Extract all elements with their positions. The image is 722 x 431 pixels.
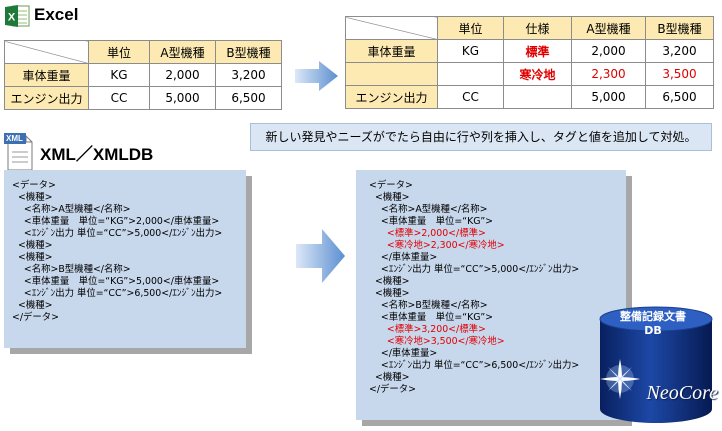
svg-text:X: X <box>8 12 16 24</box>
code-line: <機種> <box>12 252 53 263</box>
table-header-row: 単位 A型機種 B型機種 <box>4 40 282 64</box>
code-line: <ｴﾝｼﾞﾝ出力 単位=“CC”>6,500</ｴﾝｼﾞﾝ出力> <box>369 360 580 371</box>
database-label-line2: DB <box>644 324 662 337</box>
table-header-cell: A型機種 <box>149 40 216 64</box>
table-row: 車体重量 KG 標準 2,000 3,200 <box>345 39 714 63</box>
code-line: <ｴﾝｼﾞﾝ出力 単位=“CC”>5,000</ｴﾝｼﾞﾝ出力> <box>369 264 580 275</box>
code-line: <寒冷地>3,500</寒冷地> <box>369 336 505 347</box>
database-label-line1: 整備記録文書 <box>620 310 686 323</box>
table-cell: 6,500 <box>645 85 714 109</box>
table-corner-cell <box>4 40 89 64</box>
code-line: </車体重量> <box>369 348 438 359</box>
xml-icon-label: XML <box>6 134 23 143</box>
table-row-header: 車体重量 <box>345 39 438 63</box>
code-line: </データ> <box>12 312 59 323</box>
neocore-logo: NeoCore <box>646 382 718 404</box>
table-row: 車体重量 KG 2,000 3,200 <box>4 63 282 87</box>
table-header-cell: 単位 <box>88 40 150 64</box>
code-line: <名称>A型機種</名称> <box>12 204 131 215</box>
code-line: <標準>2,000</標準> <box>369 228 486 239</box>
table-cell: KG <box>88 63 150 87</box>
table-cell: CC <box>437 85 504 109</box>
excel-icon: X <box>4 4 30 28</box>
code-line: <機種> <box>12 300 53 311</box>
table-header-cell: A型機種 <box>571 16 646 40</box>
table-row-header <box>345 62 438 86</box>
table-cell: KG <box>437 39 504 63</box>
table-cell: 5,000 <box>149 86 216 110</box>
code-line: <車体重量 単位=“KG”>2,000</車体重量> <box>12 216 220 227</box>
arrow-right-icon <box>296 228 346 284</box>
xml-file-icon: XML <box>4 132 34 172</box>
table-cell: 2,000 <box>571 39 646 63</box>
code-line: <車体重量 単位=“KG”> <box>369 216 494 227</box>
code-line: <機種> <box>12 192 53 203</box>
code-line: </データ> <box>369 384 416 395</box>
table-cell <box>503 85 572 109</box>
table-cell: 5,000 <box>571 85 646 109</box>
code-line: <機種> <box>369 276 410 287</box>
table-cell: 2,000 <box>149 63 216 87</box>
table-header-row: 単位 仕様 A型機種 B型機種 <box>345 16 714 40</box>
code-line: <名称>A型機種</名称> <box>369 204 488 215</box>
xml-title: XML／XMLDB <box>40 145 154 164</box>
excel-table-before: 単位 A型機種 B型機種 車体重量 KG 2,000 3,200 エンジン出力 … <box>4 40 282 110</box>
xml-code-panel-after: <データ> <機種> <名称>A型機種</名称> <車体重量 単位=“KG”> … <box>356 170 626 420</box>
table-cell-highlight: 標準 <box>503 39 572 63</box>
note-box: 新しい発見やニーズがでたら自由に行や列を挿入し、タグと値を追加して対処。 <box>250 123 712 151</box>
database-label: 整備記録文書 DB <box>594 310 712 338</box>
code-line: <標準>3,200</標準> <box>369 324 486 335</box>
table-row: エンジン出力 CC 5,000 6,500 <box>345 85 714 109</box>
database-icon <box>594 305 720 427</box>
arrow-right-icon <box>295 60 339 92</box>
table-row: エンジン出力 CC 5,000 6,500 <box>4 86 282 110</box>
table-header-cell: B型機種 <box>645 16 714 40</box>
table-cell-highlight: 2,300 <box>571 62 646 86</box>
code-line: <データ> <box>369 180 413 191</box>
table-cell: 3,200 <box>215 63 282 87</box>
table-header-cell: B型機種 <box>215 40 282 64</box>
table-cell: 6,500 <box>215 86 282 110</box>
table-header-cell: 仕様 <box>503 16 572 40</box>
code-line: <データ> <box>12 180 56 191</box>
code-line: <機種> <box>12 240 53 251</box>
code-line: <機種> <box>369 288 410 299</box>
table-cell-highlight: 3,500 <box>645 62 714 86</box>
xml-code-panel-before: <データ> <機種> <名称>A型機種</名称> <車体重量 単位=“KG”>2… <box>4 170 246 348</box>
table-row: 寒冷地 2,300 3,500 <box>345 62 714 86</box>
table-cell: CC <box>88 86 150 110</box>
table-row-header: エンジン出力 <box>4 86 89 110</box>
code-line: <車体重量 単位=“KG”> <box>369 312 494 323</box>
code-line: <寒冷地>2,300</寒冷地> <box>369 240 505 251</box>
code-line: </車体重量> <box>369 252 438 263</box>
code-line: <ｴﾝｼﾞﾝ出力 単位=“CC”>6,500</ｴﾝｼﾞﾝ出力> <box>12 288 223 299</box>
code-line: <名称>B型機種</名称> <box>12 264 131 275</box>
excel-title: Excel <box>34 5 79 24</box>
code-line: <機種> <box>369 192 410 203</box>
table-corner-cell <box>345 16 438 40</box>
excel-table-after: 単位 仕様 A型機種 B型機種 車体重量 KG 標準 2,000 3,200 寒… <box>345 16 714 109</box>
table-cell <box>437 62 504 86</box>
code-line: <機種> <box>369 372 410 383</box>
table-row-header: エンジン出力 <box>345 85 438 109</box>
table-cell-highlight: 寒冷地 <box>503 62 572 86</box>
code-line: <名称>B型機種</名称> <box>369 300 488 311</box>
table-row-header: 車体重量 <box>4 63 89 87</box>
code-line: <ｴﾝｼﾞﾝ出力 単位=“CC”>5,000</ｴﾝｼﾞﾝ出力> <box>12 228 223 239</box>
table-cell: 3,200 <box>645 39 714 63</box>
table-header-cell: 単位 <box>437 16 504 40</box>
code-line: <車体重量 単位=“KG”>5,000</車体重量> <box>12 276 220 287</box>
